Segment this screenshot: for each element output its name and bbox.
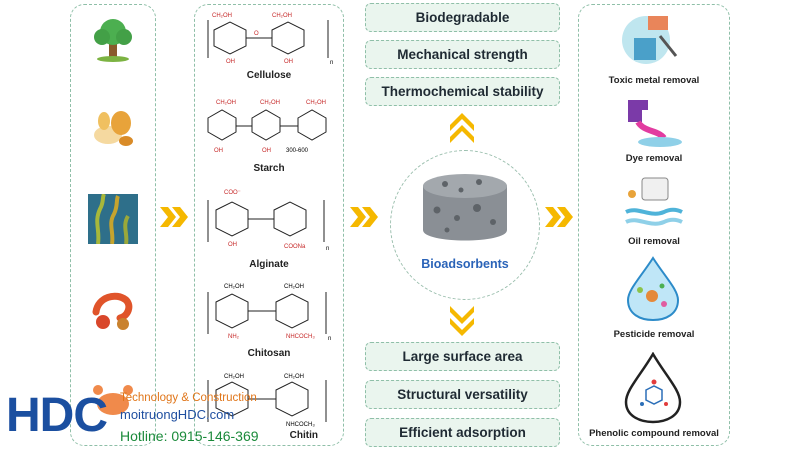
logo-website: moitruongHDC.com bbox=[120, 407, 235, 422]
svg-text:CH₂OH: CH₂OH bbox=[212, 13, 232, 19]
svg-text:CH₂OH: CH₂OH bbox=[260, 100, 280, 106]
chitosan-structure: CH₂OH CH₂OH NH₂ NHCOCH₃ n bbox=[207, 284, 331, 342]
svg-text:COONa: COONa bbox=[284, 244, 306, 250]
svg-text:CH₂OH: CH₂OH bbox=[272, 13, 292, 19]
arrow-right-icon bbox=[160, 207, 188, 227]
pesticide-removal-label: Pesticide removal bbox=[613, 329, 695, 340]
property-structural-versatility: Structural versatility bbox=[365, 380, 560, 409]
svg-text:n: n bbox=[330, 60, 333, 66]
svg-text:n: n bbox=[326, 246, 329, 252]
starch-source-icon bbox=[94, 111, 133, 146]
dye-removal-label: Dye removal bbox=[625, 153, 683, 164]
svg-text:NHCOCH₃: NHCOCH₃ bbox=[286, 422, 315, 428]
svg-text:NH₂: NH₂ bbox=[228, 334, 240, 340]
chitosan-label: Chitosan bbox=[247, 348, 291, 359]
arrow-up-icon bbox=[450, 113, 474, 143]
starch-label: Starch bbox=[253, 163, 285, 174]
logo-hotline: Hotline: 0915-146-369 bbox=[120, 428, 259, 444]
svg-text:COO⁻: COO⁻ bbox=[224, 190, 241, 196]
starch-structure: CH₂OH CH₂OH CH₂OH OH OH 300-600 bbox=[207, 100, 327, 154]
svg-text:n: n bbox=[328, 336, 331, 342]
natural-sources-panel bbox=[70, 4, 156, 446]
svg-text:NHCOCH₃: NHCOCH₃ bbox=[286, 334, 315, 340]
svg-text:OH: OH bbox=[214, 148, 223, 154]
svg-text:O: O bbox=[254, 31, 259, 37]
oil-removal-label: Oil removal bbox=[628, 236, 680, 247]
logo-tagline: Technology & Construction bbox=[120, 392, 257, 404]
svg-text:CH₂OH: CH₂OH bbox=[224, 284, 244, 290]
property-mechanical-strength: Mechanical strength bbox=[365, 40, 560, 69]
tree-icon bbox=[94, 19, 132, 62]
property-large-surface-area: Large surface area bbox=[365, 342, 560, 371]
arrow-right-icon bbox=[350, 207, 378, 227]
shrimp-crab-icon bbox=[92, 292, 133, 330]
phenolic-compound-removal-label: Phenolic compound removal bbox=[589, 428, 719, 439]
cellulose-label: Cellulose bbox=[246, 70, 292, 81]
property-efficient-adsorption: Efficient adsorption bbox=[365, 418, 560, 447]
applications-panel bbox=[578, 4, 730, 446]
property-biodegradable: Biodegradable bbox=[365, 3, 560, 32]
toxic-metal-removal-label: Toxic metal removal bbox=[608, 75, 700, 86]
property-thermochemical-stability: Thermochemical stability bbox=[365, 77, 560, 106]
hdc-logo: HDC bbox=[6, 389, 108, 442]
porous-sponge-image bbox=[423, 174, 507, 241]
oil-can-icon bbox=[625, 177, 683, 226]
cellulose-structure: CH₂OH CH₂OH O OH OH n bbox=[207, 13, 333, 66]
svg-text:OH: OH bbox=[228, 242, 237, 248]
toxic-metal-icon bbox=[622, 16, 678, 64]
svg-text:OH: OH bbox=[284, 59, 293, 65]
phenolic-droplet-icon bbox=[624, 352, 682, 424]
svg-text:CH₂OH: CH₂OH bbox=[284, 374, 304, 380]
svg-text:CH₂OH: CH₂OH bbox=[306, 100, 326, 106]
chitin-structure: CH₂OH CH₂OH NHCOCH₃ bbox=[207, 374, 327, 428]
svg-text:OH: OH bbox=[262, 148, 271, 154]
svg-text:CH₂OH: CH₂OH bbox=[216, 100, 236, 106]
alginate-structure: COO⁻ OH COONa n bbox=[207, 190, 329, 252]
bioadsorbents-label: Bioadsorbents bbox=[421, 257, 509, 271]
bioadsorbent-circle bbox=[390, 150, 540, 300]
crab-icon bbox=[93, 385, 133, 415]
seaweed-icon bbox=[88, 194, 138, 244]
chitin-label: Chitin bbox=[289, 430, 318, 441]
dye-pipe-icon bbox=[628, 100, 682, 147]
svg-text:CH₂OH: CH₂OH bbox=[224, 374, 244, 380]
arrow-down-icon bbox=[450, 306, 474, 336]
svg-text:300-600: 300-600 bbox=[286, 148, 309, 154]
svg-text:OH: OH bbox=[226, 59, 235, 65]
alginate-label: Alginate bbox=[249, 259, 289, 270]
pesticide-droplet-icon bbox=[626, 256, 680, 322]
svg-text:CH₂OH: CH₂OH bbox=[284, 284, 304, 290]
polysaccharide-structures-panel bbox=[194, 4, 344, 446]
arrow-right-icon bbox=[545, 207, 573, 227]
